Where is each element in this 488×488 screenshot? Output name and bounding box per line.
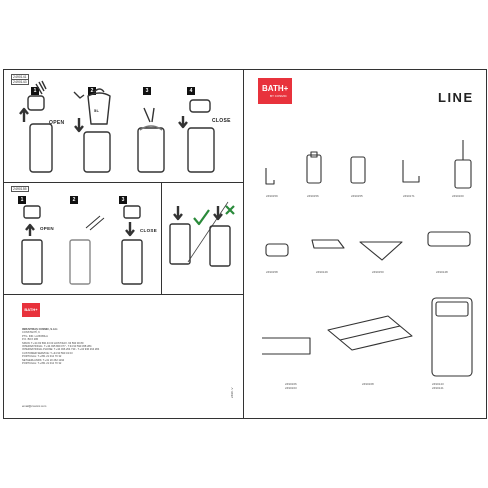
contact-line: SPAIN: T.+34 93 590 43 03 HOST/FAX. 93 5… [22,341,84,345]
brand-logo: BATH+ BY COSMIC [258,78,292,104]
contact-line: NETHERLANDS: T.+31 20 262 1194 [22,358,65,362]
contact-line: P.O. BOX 286 [22,338,39,342]
cap [23,205,41,219]
contact-line: PORTUGAL: T.+351 21 012 70 32 [22,355,62,359]
sku-label: 2490148 [436,270,448,274]
panel-separator-b [3,294,243,295]
product-code: 2490155 [11,186,29,192]
bag-liner [139,125,163,131]
arrow-down-icon [74,118,84,133]
cross-icon [225,205,235,215]
paper-holder [402,160,420,183]
center-fold [243,69,244,418]
container [69,239,91,285]
open-label: OPEN [49,120,65,126]
checkmark-icon [193,209,210,226]
step-number: 4 [187,87,195,95]
hand-icon [73,91,85,99]
tumbler [350,156,366,184]
brand-logo-text: BATH+ [262,84,289,93]
towel-ring [265,243,289,257]
open-label: OPEN [40,226,54,231]
step-number: 1 [31,87,39,95]
step-number: 3 [119,196,127,204]
sku-label: 2490160 [452,194,464,198]
bin [137,127,165,173]
email-link[interactable]: email@cosmic.com [22,404,47,408]
arrow-down-icon [125,222,135,237]
capacity-label: 5L [94,108,100,113]
sku-label: 2490150 [372,270,384,274]
arrow-up-icon [19,107,29,122]
sku-label: 2490156 [307,194,319,198]
panel-separator-c [161,182,162,294]
sku-label: 2490168 [362,382,374,386]
contact-block: INDUSTRIAS COSMIC, S.A.U. CONSTANTÍ, 6 P… [22,328,222,365]
bin [187,127,215,173]
hand-icon [35,80,47,95]
step-number: 1 [18,196,26,204]
step-number: 3 [143,87,151,95]
pedal-bin [431,297,473,377]
bin [29,123,53,173]
soap-dish [311,239,345,249]
arrow-up-icon [25,223,35,236]
container [121,239,143,285]
contact-line: PORTUGAL: T.+351 21 012 70 32 [22,362,62,366]
contact-line: INTERNATIONAL: T.+34 935 809 077 - T.34 … [22,345,92,349]
soap-dispenser [306,154,322,184]
container [209,225,231,267]
company-name: INDUSTRIAS COSMIC, S.A.U. [22,328,59,331]
product-code: 2490143 [11,79,29,85]
tissue-icon [85,215,105,231]
close-label: CLOSE [212,118,231,124]
sheet-border [3,69,487,419]
contact-line: INTERNATIONAL PHONE: T.+34 936 264 730 -… [22,348,100,352]
sku-label: 2490158 [266,270,278,274]
step-number: 2 [88,87,96,95]
arrow-down-icon [213,206,223,221]
sku-label: 2490149 [316,270,328,274]
sku-label: 2490159 [266,194,278,198]
hand-icon [143,107,155,123]
step-number: 2 [70,196,78,204]
brand-logo-sub: BY COSMIC [270,94,287,98]
corner-shelf [359,241,403,261]
container [21,239,43,285]
contact-line: CONSTANTÍ, 6 [22,331,40,335]
panel-separator-a [3,182,243,183]
product-line-title: LINE [438,90,474,105]
arrow-down-icon [173,206,183,221]
cap [123,205,141,219]
bag [87,92,111,125]
sku-label: 2490155 [351,194,363,198]
hook [265,168,275,185]
shower-basket [427,231,471,247]
sku-label: 2490166 2490163 [285,382,297,390]
towel-shelf [327,315,413,351]
toilet-brush [454,159,472,189]
container [169,223,191,265]
contact-line: CUSTOMER SERVICE: T.+34 93 590 43 03 [22,351,73,355]
towel-bar [262,337,311,355]
lid [27,95,45,111]
sku-label: 2490143 2490141 [432,382,444,390]
lid [189,99,211,113]
contact-line: PTG. IND. LA BOBILA [22,334,48,338]
close-label: CLOSE [140,228,158,233]
sku-label: 2490171 [403,194,415,198]
bin [83,131,111,173]
arrow-down-icon [178,116,188,129]
brand-logo-small: BATH+ [22,303,40,317]
